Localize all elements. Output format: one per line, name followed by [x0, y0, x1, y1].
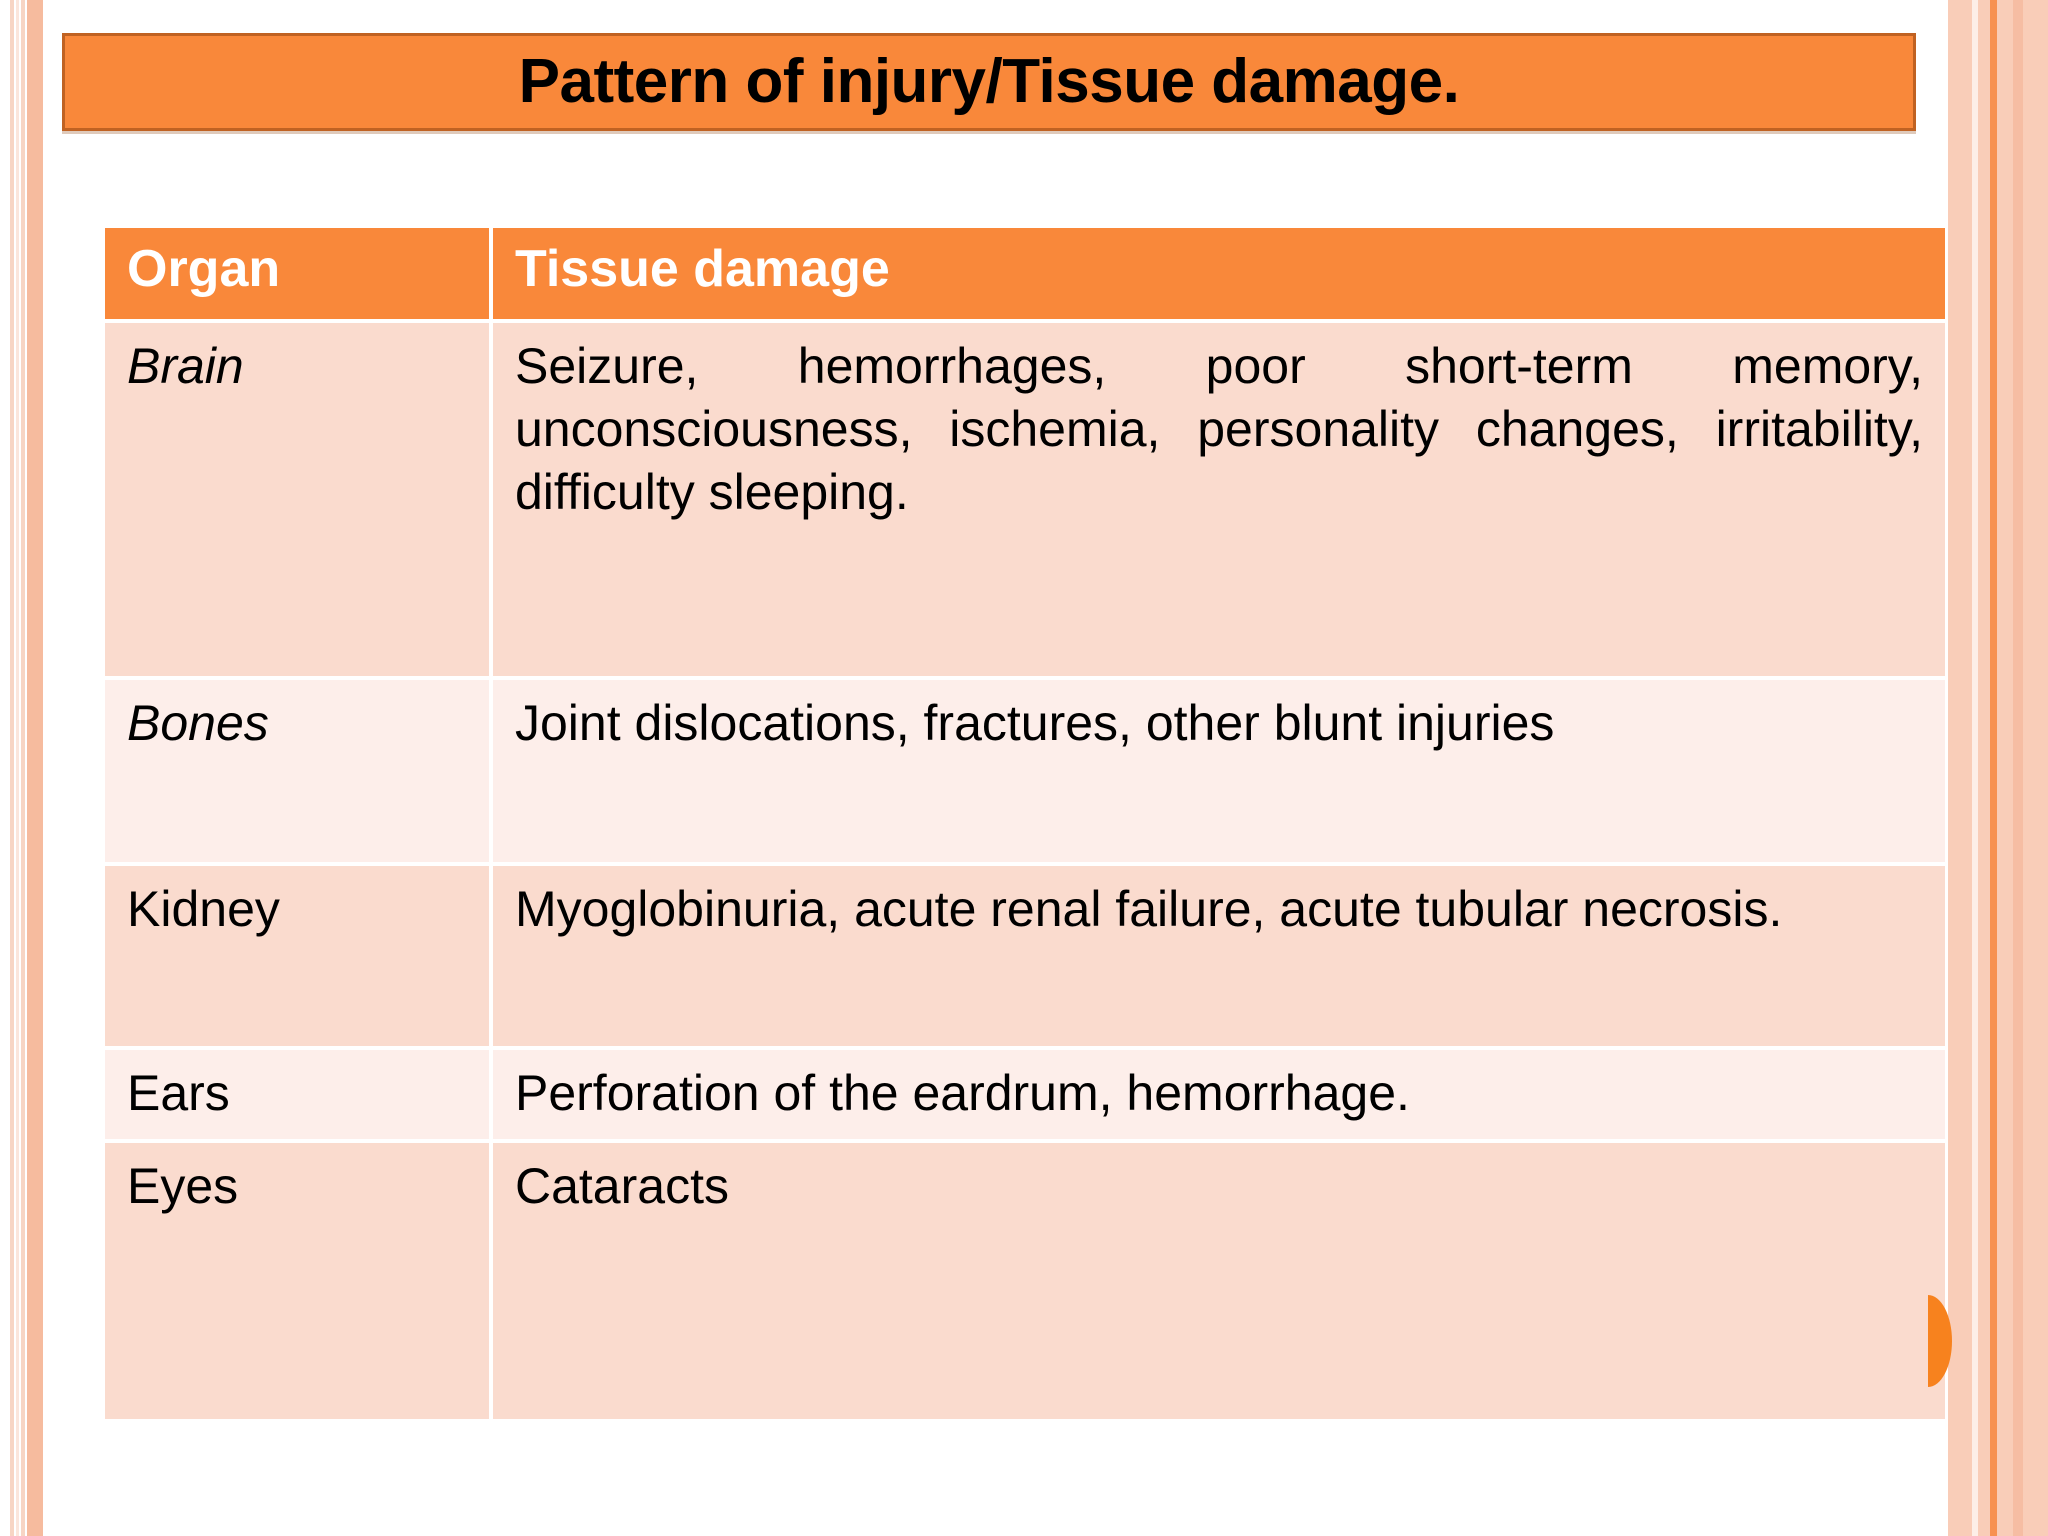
left-border-decoration: [0, 0, 46, 1536]
table-row: Kidney Myoglobinuria, acute renal failur…: [105, 866, 1945, 1050]
right-stripe-2: [1972, 0, 1978, 1536]
left-stripe-2: [16, 0, 19, 1536]
cell-organ: Kidney: [105, 866, 493, 1050]
table-header: Organ Tissue damage: [105, 228, 1945, 323]
table-row: Ears Perforation of the eardrum, hemorrh…: [105, 1050, 1945, 1143]
cell-damage: Cataracts: [493, 1143, 1945, 1423]
right-stripe-4: [1990, 0, 1997, 1536]
column-header-damage: Tissue damage: [493, 228, 1945, 323]
cell-organ: Ears: [105, 1050, 493, 1143]
right-stripe-7: [2023, 0, 2048, 1536]
left-stripe-3: [21, 0, 25, 1536]
table-row: Bones Joint dislocations, fractures, oth…: [105, 680, 1945, 866]
left-stripe-4: [27, 0, 43, 1536]
table-row: Brain Seizure, hemorrhages, poor short-t…: [105, 323, 1945, 680]
right-stripe-5: [1997, 0, 2013, 1536]
cell-damage: Seizure, hemorrhages, poor short-term me…: [493, 323, 1945, 680]
table-header-row: Organ Tissue damage: [105, 228, 1945, 323]
right-stripe-6: [2013, 0, 2023, 1536]
right-stripe-1: [1948, 0, 1972, 1536]
page-title: Pattern of injury/Tissue damage.: [518, 47, 1460, 116]
cell-damage: Myoglobinuria, acute renal failure, acut…: [493, 866, 1945, 1050]
column-header-organ: Organ: [105, 228, 493, 323]
right-border-decoration: [1948, 0, 2048, 1536]
slide-title-banner: Pattern of injury/Tissue damage.: [62, 33, 1916, 131]
table-body: Brain Seizure, hemorrhages, poor short-t…: [105, 323, 1945, 1423]
cell-damage: Perforation of the eardrum, hemorrhage.: [493, 1050, 1945, 1143]
table-row: Eyes Cataracts: [105, 1143, 1945, 1423]
cell-damage: Joint dislocations, fractures, other blu…: [493, 680, 1945, 866]
cell-organ: Brain: [105, 323, 493, 680]
left-stripe-1: [10, 0, 14, 1536]
cell-organ: Bones: [105, 680, 493, 866]
injury-pattern-table: Organ Tissue damage Brain Seizure, hemor…: [105, 228, 1945, 1423]
right-stripe-3: [1978, 0, 1990, 1536]
cell-organ: Eyes: [105, 1143, 493, 1423]
